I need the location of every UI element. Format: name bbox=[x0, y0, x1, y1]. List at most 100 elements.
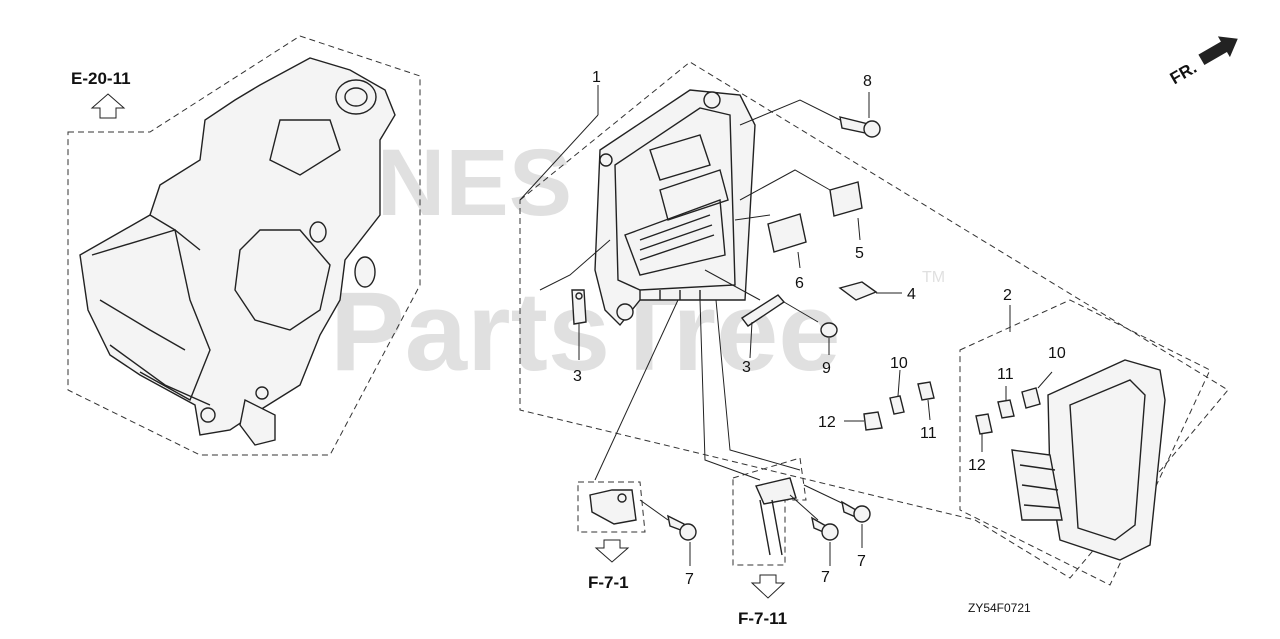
part-3-left-hole bbox=[575, 292, 583, 300]
callout-10-right[interactable]: 10 bbox=[1048, 345, 1066, 362]
engine-boss bbox=[309, 221, 327, 243]
cover-latch-ribs bbox=[1019, 464, 1061, 509]
callout-3-left[interactable]: 3 bbox=[573, 368, 582, 385]
callout-7-right[interactable]: 7 bbox=[857, 553, 866, 570]
harness-to-f-7-1 bbox=[594, 299, 679, 481]
callout-2[interactable]: 2 bbox=[1003, 287, 1012, 304]
leader-10-right bbox=[1037, 371, 1053, 389]
leader-3b bbox=[749, 321, 753, 359]
control-panel-relay-slot bbox=[649, 134, 711, 181]
engine-shaft-opening bbox=[335, 79, 377, 115]
engine-edge bbox=[149, 214, 201, 251]
reference-f-7-11[interactable]: F-7-11 bbox=[738, 609, 787, 628]
cover-drawing bbox=[1011, 359, 1166, 561]
callout-8[interactable]: 8 bbox=[863, 73, 872, 90]
bolt-7a-head bbox=[679, 523, 697, 541]
fuse-10-right bbox=[1021, 387, 1041, 409]
callout-7-mid[interactable]: 7 bbox=[821, 569, 830, 586]
fuse-12-left bbox=[863, 411, 883, 431]
up-arrow-icon bbox=[90, 93, 126, 119]
engine-shaft-inner bbox=[344, 87, 368, 107]
bracket-mid-shape bbox=[755, 477, 797, 505]
front-arrow-icon bbox=[1198, 36, 1238, 65]
fuse-11-right bbox=[997, 399, 1015, 419]
callout-4[interactable]: 4 bbox=[907, 286, 916, 303]
down-arrow-icon-left bbox=[594, 539, 630, 563]
reference-f-7-1[interactable]: F-7-1 bbox=[588, 573, 629, 592]
engine-cover-plate bbox=[234, 229, 331, 331]
callout-12-right[interactable]: 12 bbox=[968, 457, 986, 474]
callout-6[interactable]: 6 bbox=[795, 275, 804, 292]
control-panel-fuse-slot bbox=[659, 169, 729, 221]
cover-dashed-boundary bbox=[959, 299, 1211, 586]
leader-11-left bbox=[927, 399, 931, 421]
callout-9[interactable]: 9 bbox=[822, 360, 831, 377]
engine-bracket bbox=[269, 119, 341, 176]
part-8-head bbox=[863, 120, 881, 138]
engine-foot bbox=[239, 398, 276, 446]
front-direction-indicator: FR. bbox=[1167, 36, 1238, 88]
watermark-partstree: PartsTree bbox=[330, 269, 841, 394]
engine-dashed-boundary bbox=[67, 35, 421, 456]
leader-3a-top bbox=[539, 239, 611, 291]
engine-bolt-hole-2 bbox=[255, 386, 269, 400]
callout-3-right[interactable]: 3 bbox=[742, 359, 751, 376]
control-panel-drawing bbox=[594, 89, 756, 327]
control-panel-mount-left bbox=[599, 153, 613, 167]
harness-to-f-7-11-a bbox=[699, 299, 761, 481]
part-4-shape bbox=[838, 281, 878, 301]
engine-housing-shape bbox=[79, 57, 396, 436]
engine-side-panel bbox=[91, 229, 211, 402]
control-panel-pins bbox=[639, 290, 701, 300]
reference-e-20-11[interactable]: E-20-11 bbox=[71, 69, 131, 88]
control-panel-terminal-block bbox=[624, 199, 726, 276]
down-arrow-icon-mid bbox=[750, 574, 786, 599]
callout-5[interactable]: 5 bbox=[855, 245, 864, 262]
leader-9-top bbox=[783, 301, 819, 323]
watermark-tm: TM bbox=[922, 269, 945, 286]
part-9-shape bbox=[820, 322, 838, 338]
fuse-10-left bbox=[889, 395, 905, 415]
leader-1-box bbox=[519, 114, 599, 201]
leader-8-box bbox=[739, 99, 841, 126]
leader-7b-top bbox=[789, 494, 819, 521]
leader-3b-top bbox=[704, 269, 761, 301]
bracket-left-hole bbox=[617, 493, 627, 503]
callout-11-right[interactable]: 11 bbox=[997, 366, 1014, 383]
leader-10-left bbox=[897, 369, 901, 397]
callout-1[interactable]: 1 bbox=[592, 69, 601, 86]
leader-5-box bbox=[739, 169, 831, 201]
part-6-shape bbox=[767, 213, 807, 253]
callout-7-left[interactable]: 7 bbox=[685, 571, 694, 588]
engine-port bbox=[354, 256, 376, 288]
cover-latch bbox=[1011, 449, 1063, 521]
leader-6 bbox=[797, 251, 801, 269]
control-panel-inner bbox=[614, 107, 736, 291]
bracket-left-shape bbox=[589, 489, 637, 525]
fuse-11-left bbox=[917, 381, 935, 401]
harness-to-f-7-11-b bbox=[715, 299, 801, 471]
callout-10-left[interactable]: 10 bbox=[890, 355, 908, 372]
control-panel-mount-bottom bbox=[616, 303, 634, 321]
engine-bolt-hole bbox=[200, 407, 216, 423]
fuse-12-right bbox=[975, 413, 993, 435]
bracket-dashed-boundary-left bbox=[577, 481, 646, 533]
part-3-left-shape bbox=[571, 289, 587, 325]
bracket-mid-wires bbox=[759, 499, 783, 556]
engine-rib-1 bbox=[109, 344, 211, 406]
control-panel-mount-top bbox=[703, 91, 721, 109]
callout-11-left[interactable]: 11 bbox=[920, 425, 937, 442]
bolt-7c-head bbox=[853, 505, 871, 523]
diagram-code: ZY54F0721 bbox=[968, 601, 1031, 615]
leader-7a-top bbox=[639, 499, 669, 521]
leader-5 bbox=[857, 217, 861, 241]
control-panel-dashed-boundary bbox=[519, 61, 1229, 579]
control-panel-terminals bbox=[639, 214, 715, 261]
cover-inner-panel bbox=[1069, 379, 1146, 541]
callout-12-left[interactable]: 12 bbox=[818, 414, 836, 431]
engine-rib-2 bbox=[99, 299, 186, 351]
part-5-shape bbox=[829, 181, 863, 217]
leader-6-box bbox=[734, 214, 771, 221]
